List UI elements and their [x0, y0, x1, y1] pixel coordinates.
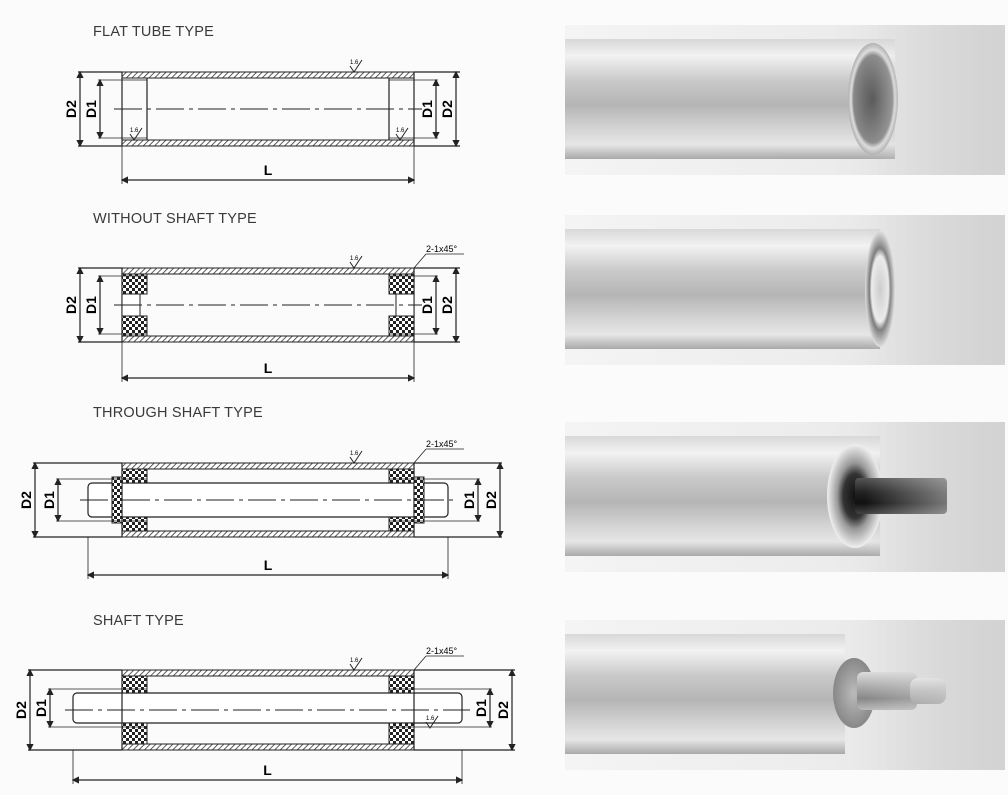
drawing-through-shaft: D2 D2 D1 D1L 1.6 2-1x45°	[18, 439, 504, 579]
d2-left-label: D2	[63, 296, 79, 314]
end-plug	[121, 675, 148, 694]
leader-line	[413, 253, 427, 269]
end-plug	[388, 675, 415, 694]
d1-right-label: D1	[473, 699, 489, 717]
length-label: L	[264, 360, 273, 376]
roughness-value: 1.6	[426, 716, 435, 722]
roughness-symbol-icon	[349, 450, 363, 464]
end-plug	[388, 468, 415, 484]
photo-without-shaft-roller	[565, 215, 1005, 365]
roughness-symbol-icon	[395, 127, 409, 141]
tube-wall-bottom	[121, 743, 415, 751]
d1-right-label: D1	[419, 100, 435, 118]
photo-flat-tube-roller	[565, 25, 1005, 175]
length-label: L	[263, 762, 272, 778]
length-label: L	[264, 557, 273, 573]
title-shaft-type: SHAFT TYPE	[93, 613, 184, 629]
chamfer-label: 2-1x45°	[426, 439, 458, 449]
d1-left-label: D1	[41, 491, 57, 509]
end-plug	[121, 273, 148, 295]
d1-right-label: D1	[461, 491, 477, 509]
tube-wall-bottom	[121, 139, 415, 147]
title-through-shaft-type: THROUGH SHAFT TYPE	[93, 405, 263, 421]
tube-wall-top	[121, 669, 415, 677]
title-flat-tube-type: FLAT TUBE TYPE	[93, 24, 214, 40]
end-plug	[121, 468, 148, 484]
end-plug	[121, 315, 148, 337]
roughness-value: 1.6	[350, 60, 359, 66]
end-plug	[388, 516, 415, 532]
d2-left-label: D2	[18, 491, 34, 509]
d2-right-label: D2	[439, 296, 455, 314]
roughness-value: 1.6	[350, 256, 359, 262]
d2-right-label: D2	[483, 491, 499, 509]
end-plug	[388, 722, 415, 745]
tube-wall-top	[121, 462, 415, 470]
shaft	[72, 692, 463, 724]
end-plug	[388, 315, 415, 337]
photo-through-shaft-roller	[565, 422, 1005, 572]
tube-wall-top	[121, 267, 415, 275]
tube-wall-top	[121, 71, 415, 79]
roughness-value: 1.6	[350, 451, 359, 457]
d1-left-label: D1	[33, 699, 49, 717]
title-without-shaft-type: WITHOUT SHAFT TYPE	[93, 211, 257, 227]
end-plug	[388, 273, 415, 295]
chamfer-label: 2-1x45°	[426, 244, 458, 254]
d2-right-label: D2	[495, 701, 511, 719]
roughness-symbol-icon	[129, 127, 143, 141]
d2-left-label: D2	[13, 701, 29, 719]
roughness-symbol-icon	[349, 657, 363, 671]
end-plug	[121, 722, 148, 745]
d2-left-label: D2	[63, 100, 79, 118]
chamfer-label: 2-1x45°	[426, 646, 458, 656]
leader-line	[413, 655, 427, 671]
d1-right-label: D1	[419, 296, 435, 314]
roughness-value: 1.6	[130, 128, 139, 134]
roughness-value: 1.6	[350, 658, 359, 664]
d2-right-label: D2	[439, 100, 455, 118]
tube-wall-bottom	[121, 335, 415, 343]
roughness-symbol-icon	[425, 715, 439, 729]
photo-shaft-roller	[565, 620, 1005, 770]
roughness-symbol-icon	[349, 59, 363, 73]
d1-left-label: D1	[83, 100, 99, 118]
d1-left-label: D1	[83, 296, 99, 314]
roughness-symbol-icon	[349, 255, 363, 269]
length-label: L	[264, 162, 273, 178]
end-plug	[121, 516, 148, 532]
roughness-value: 1.6	[396, 128, 405, 134]
leader-line	[413, 448, 427, 464]
tube-wall-bottom	[121, 530, 415, 538]
